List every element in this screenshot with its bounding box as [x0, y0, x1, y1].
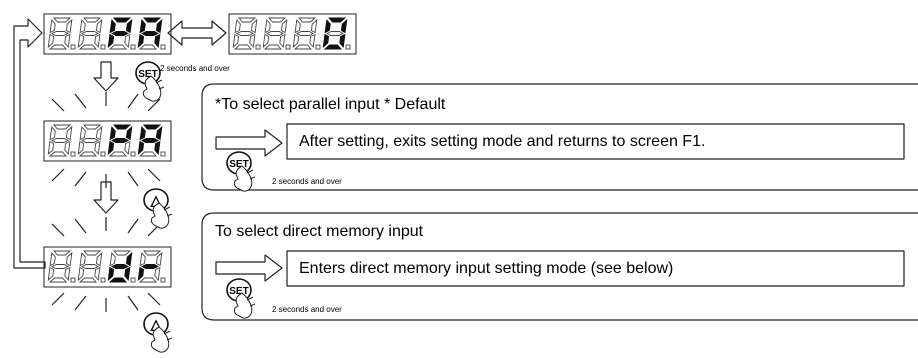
- direct-box-title: To select direct memory input: [215, 223, 424, 240]
- display-middle: [43, 120, 172, 162]
- flash-rays-bottom: [51, 217, 161, 312]
- display-digit: [77, 250, 106, 283]
- parallel-action-text: After setting, exits setting mode and re…: [299, 133, 706, 150]
- button-label: SET: [229, 286, 248, 297]
- loop-back-arrow: [13, 18, 46, 269]
- display-digit: [137, 17, 166, 50]
- right-arrow-parallel: [215, 129, 283, 157]
- set-button-icon: SET: [226, 278, 256, 319]
- top-set-hold-note: 2 seconds and over: [160, 64, 230, 73]
- pressing-hand-icon: [233, 292, 256, 319]
- display-digit: [47, 124, 76, 157]
- flash-rays-middle: [51, 92, 161, 188]
- up-button-icon: △: [143, 312, 173, 353]
- pressing-hand-icon: [142, 75, 165, 102]
- direct-hold-note: 2 seconds and over: [272, 305, 342, 314]
- parallel-box-title: *To select parallel input * Default: [215, 96, 446, 113]
- parallel-hold-note: 2 seconds and over: [272, 177, 342, 186]
- display-top-right: [228, 13, 357, 55]
- display-digit: [107, 124, 136, 157]
- button-label: SET: [138, 69, 157, 80]
- display-top-left: [43, 13, 172, 55]
- pressing-hand-icon: [150, 326, 173, 353]
- display-digit: [47, 17, 76, 50]
- display-bottom: [43, 246, 172, 288]
- display-digit: [322, 17, 351, 50]
- display-digit: [232, 17, 261, 50]
- down-arrow-2: [93, 181, 119, 214]
- parallel-box: [201, 83, 918, 191]
- direct-box: [201, 212, 918, 321]
- pressing-hand-icon: [233, 165, 256, 192]
- pressing-hand-icon: [150, 202, 173, 229]
- parallel-action-box: [286, 123, 905, 160]
- right-arrow-direct: [215, 254, 283, 282]
- display-digit: [107, 250, 136, 283]
- up-button-icon: △: [143, 188, 173, 229]
- set-button-icon: SET: [226, 151, 256, 192]
- button-label: SET: [229, 159, 248, 170]
- display-digit: [77, 17, 106, 50]
- direct-action-text: Enters direct memory input setting mode …: [299, 260, 674, 277]
- display-digit: [262, 17, 291, 50]
- set-button-icon: SET: [135, 61, 165, 102]
- display-digit: [47, 250, 76, 283]
- double-arrow: [167, 20, 227, 46]
- down-arrow-1: [93, 61, 119, 92]
- display-digit: [292, 17, 321, 50]
- display-digit: [137, 250, 166, 283]
- display-digit: [107, 17, 136, 50]
- direct-action-box: [286, 250, 905, 287]
- display-digit: [77, 124, 106, 157]
- display-digit: [137, 124, 166, 157]
